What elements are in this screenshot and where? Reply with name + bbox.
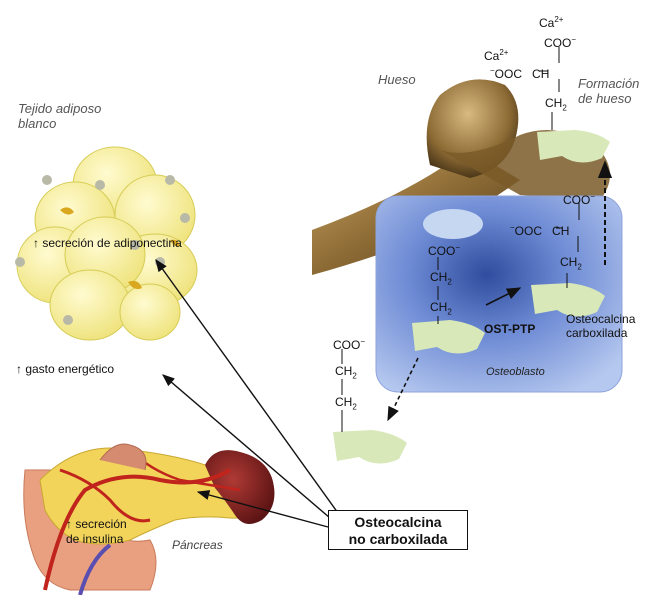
chem-ch2-cell-2: CH2 (430, 300, 452, 319)
chem-ca-left: Ca2+ (484, 46, 508, 63)
bone-formation-line1: Formación (578, 76, 639, 91)
bone-label: Hueso (378, 72, 416, 87)
insulin-label-line2: de insulina (66, 532, 127, 547)
chem-ch2-secreted-1: CH2 (335, 364, 357, 383)
chem-ch2-top: CH2 (545, 96, 567, 115)
carboxylated-line2: carboxilada (566, 326, 635, 340)
ost-ptp-label: OST-PTP (484, 322, 535, 336)
carboxylated-line1: Osteocalcina (566, 312, 635, 326)
uncarboxylated-osteocalcin-box: Osteocalcina no carboxilada (328, 510, 468, 550)
adiponectin-label: ↑ secreción de adiponectina (33, 236, 182, 250)
insulin-label: ↑ secreción de insulina (66, 517, 127, 547)
osteocalcin-on-bone (537, 130, 610, 163)
uncarboxylated-line1: Osteocalcina (329, 514, 467, 531)
adipose-label-line1: Tejido adiposo (18, 101, 101, 116)
chem-ca-top: Ca2+ (539, 13, 563, 30)
chem-ooc-ch-carb: −OOC CH (510, 221, 569, 238)
adipose-label-line2: blanco (18, 116, 101, 131)
energy-expenditure-label: ↑ gasto energético (16, 362, 114, 376)
chem-ooc-ch-top: −OOC CH (490, 64, 549, 81)
chem-coo-top: COO− (544, 33, 576, 50)
chem-ch2-carb: CH2 (560, 255, 582, 274)
chem-coo-carb: COO− (563, 190, 595, 207)
bone-formation-label: Formación de hueso (578, 76, 639, 106)
adipose-label: Tejido adiposo blanco (18, 101, 101, 131)
chem-coo-secreted: COO− (333, 335, 365, 352)
chem-ch2-cell-1: CH2 (430, 270, 452, 289)
osteoblast-nucleus (423, 209, 483, 239)
bone-formation-line2: de hueso (578, 91, 639, 106)
uncarboxylated-line2: no carboxilada (329, 531, 467, 548)
osteoblast-label: Osteoblasto (486, 366, 545, 378)
chem-ch2-secreted-2: CH2 (335, 395, 357, 414)
carboxylated-osteocalcin-label: Osteocalcina carboxilada (566, 312, 635, 340)
pancreas-label: Páncreas (172, 538, 223, 552)
insulin-label-line1: ↑ secreción (66, 517, 127, 532)
pancreas-illustration (24, 444, 275, 595)
chem-coo-cell: COO− (428, 241, 460, 258)
osteocalcin-secreted (333, 430, 407, 464)
